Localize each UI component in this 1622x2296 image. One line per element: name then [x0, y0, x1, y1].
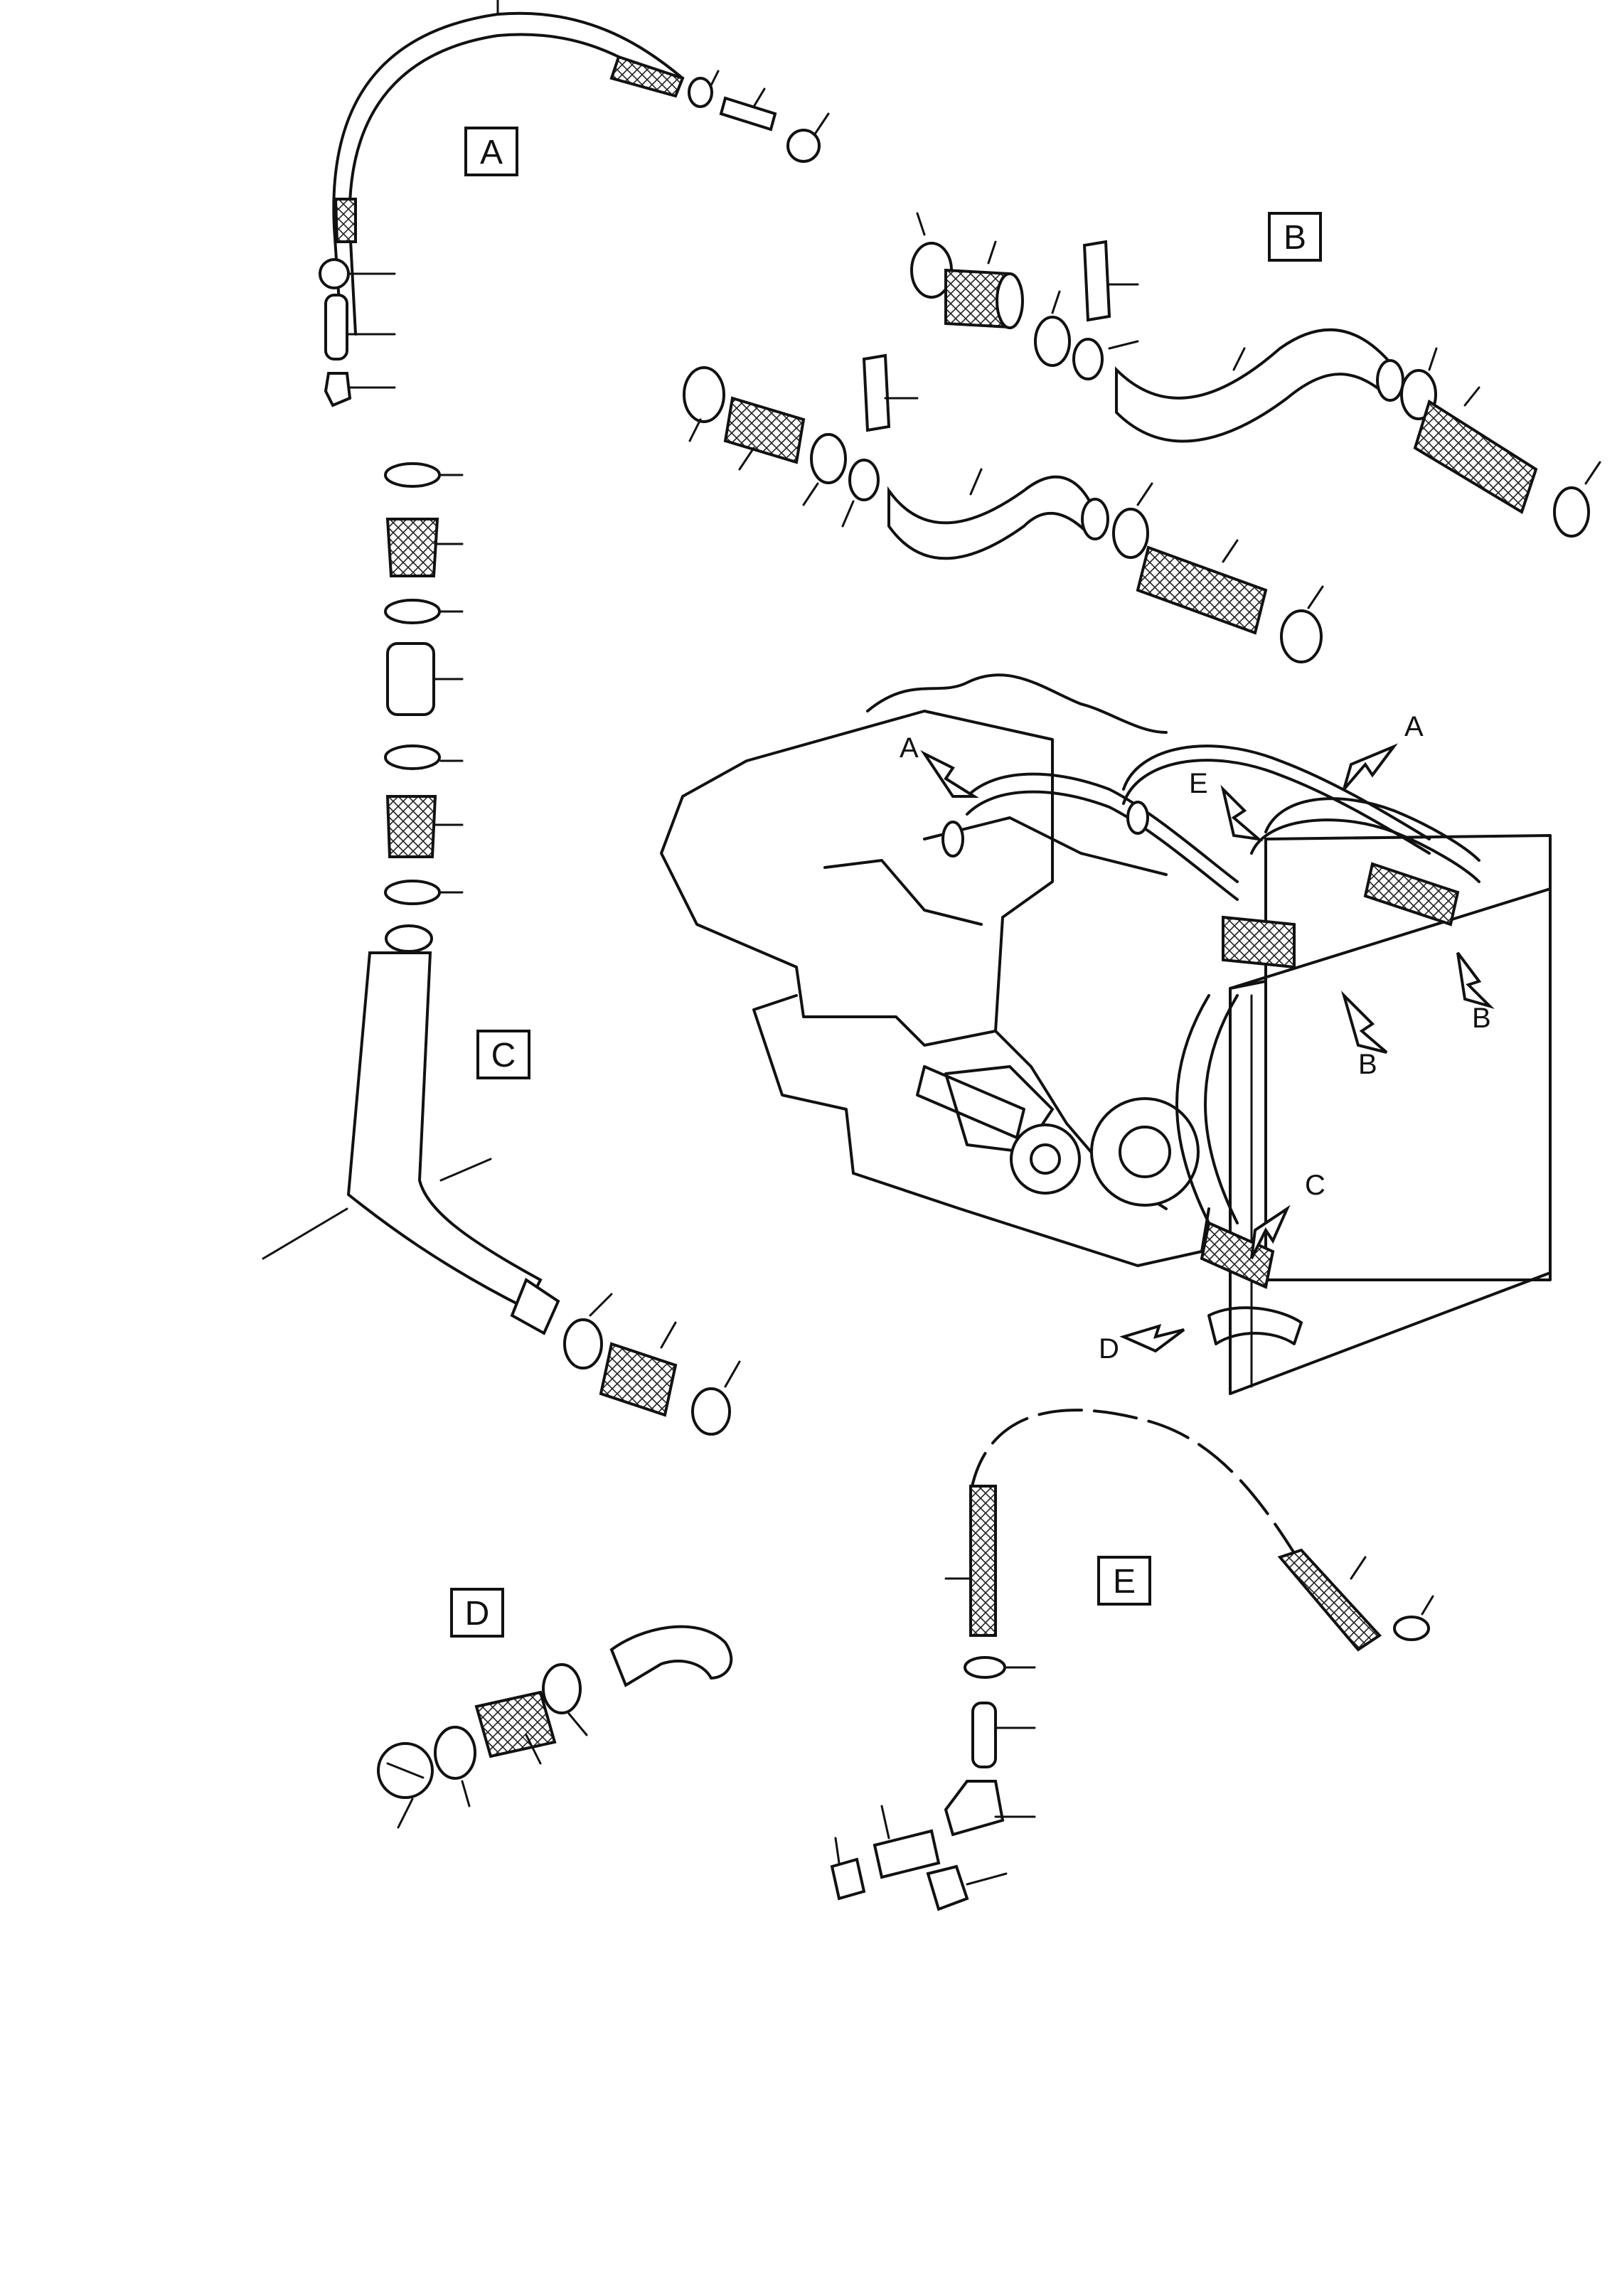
callout-c: C [1305, 1170, 1325, 1201]
group-label-a-text: A [480, 134, 503, 171]
group-label-e-text: E [1113, 1563, 1136, 1601]
group-c-parts [262, 462, 741, 1436]
group-label-b-text: B [1284, 219, 1306, 257]
group-label-a: A [464, 127, 518, 176]
group-label-d: D [450, 1588, 504, 1638]
group-label-b: B [1268, 212, 1322, 262]
hollow-arrow-icon [920, 743, 1495, 1353]
group-d-parts [377, 1625, 733, 1829]
callout-b-right: B [1472, 1003, 1491, 1034]
callout-a-right: A [1404, 711, 1424, 742]
group-e-parts [830, 1409, 1434, 1911]
callout-b-left: B [1358, 1049, 1377, 1080]
group-label-d-text: D [465, 1595, 490, 1633]
group-label-c: C [476, 1030, 530, 1079]
callout-e: E [1189, 768, 1208, 799]
callout-a-left: A [900, 732, 919, 764]
engine-radiator-assembly [660, 673, 1552, 1395]
group-b-lower-parts [683, 353, 1324, 663]
group-b-upper-parts [910, 212, 1601, 538]
group-label-e: E [1097, 1556, 1151, 1606]
group-label-c-text: C [491, 1037, 516, 1074]
group-a-parts [319, 0, 830, 407]
callout-d: D [1099, 1333, 1119, 1365]
